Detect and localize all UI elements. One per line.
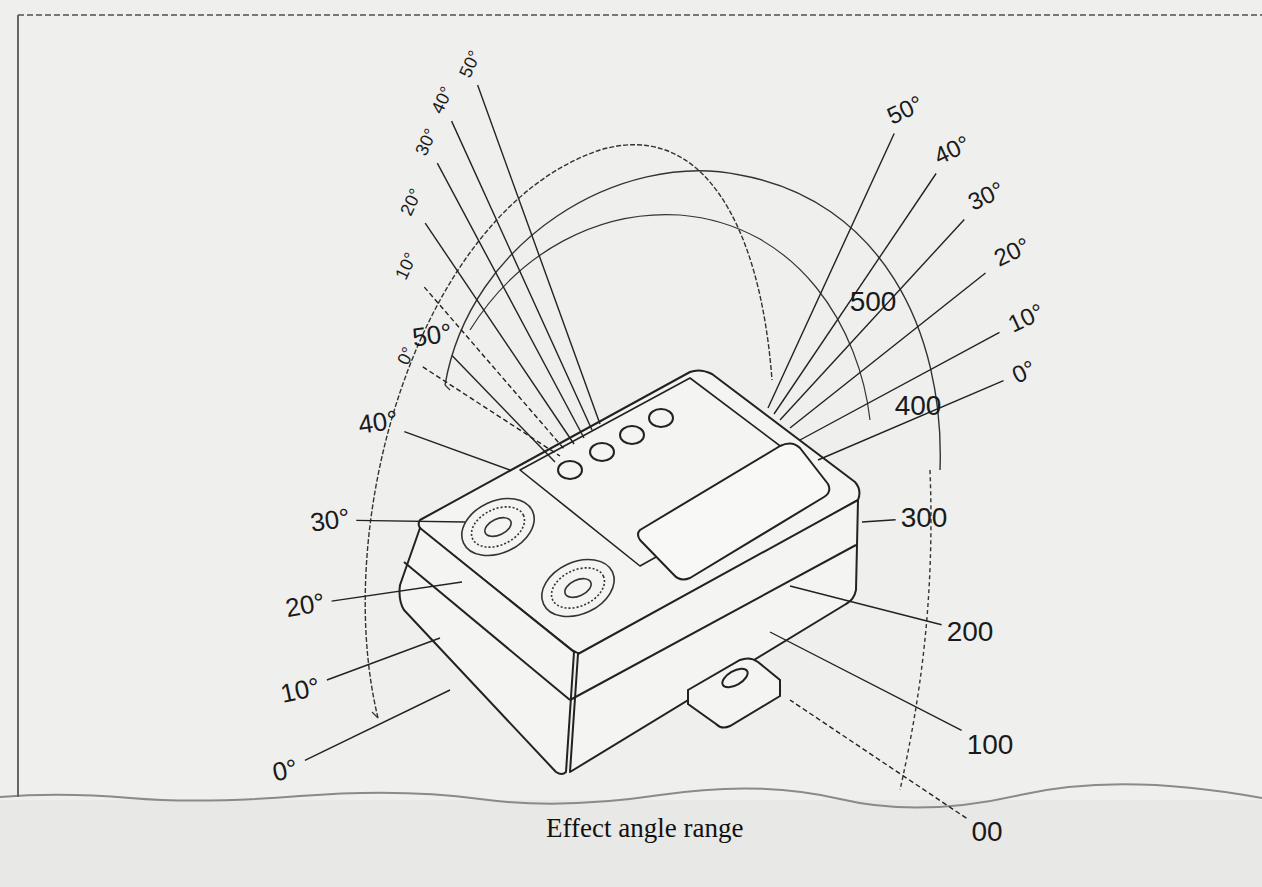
tab-hole <box>719 665 750 691</box>
leader-line <box>790 586 942 625</box>
leader-line <box>424 287 565 450</box>
mount-tab <box>688 658 780 727</box>
angle-label: 0° <box>270 755 300 786</box>
angle-label: 50° <box>411 319 454 350</box>
torn-edge <box>0 784 1262 807</box>
button <box>590 443 614 461</box>
leader-line <box>800 332 1000 440</box>
dial-knob <box>482 514 514 540</box>
angle-label: 10° <box>278 673 322 707</box>
leader-line <box>452 356 555 462</box>
leader-line <box>790 700 966 818</box>
leader-line <box>768 134 894 409</box>
button <box>558 461 582 479</box>
leader-line <box>404 432 510 470</box>
leader-line <box>790 273 986 428</box>
front-face <box>400 528 575 774</box>
leader-line <box>332 582 462 601</box>
button <box>649 409 673 427</box>
leader-line <box>423 367 560 456</box>
angle-label: 400 <box>895 392 942 420</box>
lower-page <box>0 800 1262 887</box>
tab <box>688 658 780 727</box>
angle-label: 100 <box>967 731 1014 759</box>
angle-label: 40° <box>357 406 400 437</box>
buttons <box>558 409 673 479</box>
angle-label: 20° <box>283 589 326 621</box>
dial <box>533 548 624 627</box>
dial-knob <box>562 575 594 601</box>
leader-line <box>862 520 896 522</box>
leader-line <box>452 121 592 430</box>
leader-line <box>478 85 600 424</box>
frame-left <box>17 15 19 797</box>
button <box>620 426 644 444</box>
dial <box>465 499 531 555</box>
angle-label: 30° <box>309 504 352 535</box>
angle-label: 00 <box>971 818 1002 846</box>
caption: Effect angle range <box>546 815 743 842</box>
dials <box>453 487 624 627</box>
angle-label: 500 <box>850 288 897 316</box>
leader-line <box>818 381 1004 460</box>
leader-line <box>780 220 964 421</box>
sensor-unit <box>400 370 860 774</box>
leader-line <box>774 174 936 415</box>
angle-label: 200 <box>947 618 994 646</box>
display-window <box>638 443 829 579</box>
leader-line <box>770 632 962 730</box>
leader-line <box>356 520 465 522</box>
angle-label: 300 <box>901 504 948 532</box>
frame-top <box>18 14 1262 16</box>
leader-line <box>327 638 440 680</box>
leader-line <box>437 163 584 438</box>
leader-line <box>305 690 450 760</box>
dial <box>453 487 544 566</box>
dial <box>545 560 611 616</box>
